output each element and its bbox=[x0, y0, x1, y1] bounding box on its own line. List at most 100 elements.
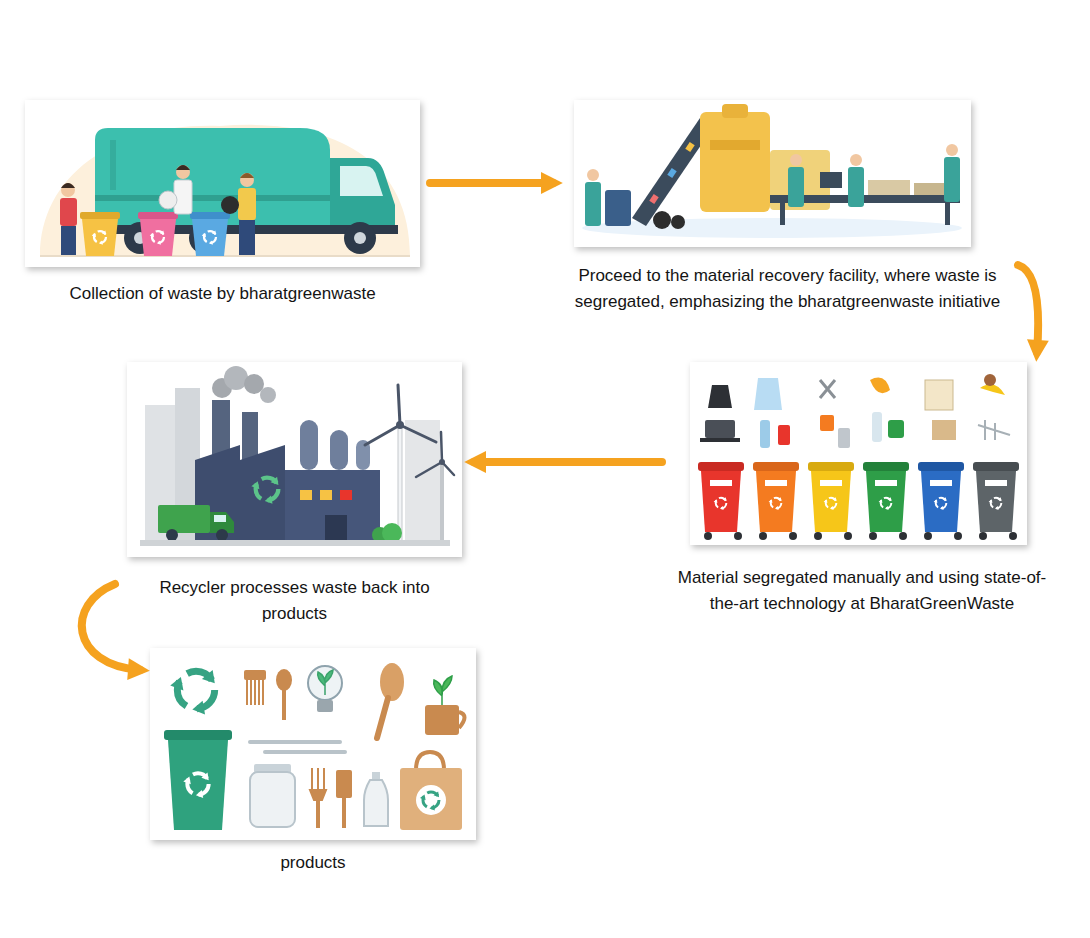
collection-illustration-part bbox=[240, 173, 254, 187]
collection-illustration-part bbox=[176, 165, 190, 179]
segregation-illustration-part bbox=[710, 480, 732, 486]
segregation-illustration-part bbox=[714, 497, 728, 510]
products-illustration-part bbox=[434, 676, 452, 705]
picture-area bbox=[672, 362, 1052, 565]
products-illustration-part bbox=[183, 773, 212, 800]
recovery-facility-illustration-part bbox=[850, 154, 862, 166]
collection-illustration-part bbox=[80, 212, 120, 219]
collection-illustration-part bbox=[221, 196, 239, 214]
picture-area bbox=[150, 648, 476, 850]
recovery-facility-illustration-part bbox=[790, 154, 802, 166]
recovery-facility-illustration-part bbox=[653, 211, 671, 229]
segregation-illustration-part bbox=[866, 471, 906, 532]
recycler-illustration-part bbox=[416, 432, 454, 477]
segregation-illustration-part bbox=[925, 380, 953, 410]
segregation-illustration-part bbox=[978, 420, 1010, 440]
recycler-illustration-part bbox=[216, 529, 228, 541]
flow-arrow bbox=[430, 179, 553, 187]
products-illustration-part bbox=[170, 670, 220, 717]
products-illustration-part bbox=[310, 768, 326, 800]
segregation-illustration-part bbox=[985, 480, 1007, 486]
products-illustration-part bbox=[400, 768, 462, 830]
recovery-facility-illustration-part bbox=[946, 144, 958, 156]
recycler-illustration-part bbox=[242, 412, 258, 460]
products-illustration-part bbox=[265, 750, 345, 754]
picture-area bbox=[565, 100, 1010, 263]
segregation-illustration-part bbox=[769, 497, 783, 510]
products-illustration-part bbox=[150, 648, 476, 840]
recovery-facility-illustration-part bbox=[868, 180, 910, 195]
collection-illustration bbox=[25, 100, 420, 267]
segregation-illustration-part bbox=[708, 385, 732, 408]
collection-illustration-part bbox=[40, 125, 410, 256]
collection-illustration-part bbox=[340, 166, 383, 196]
illustrated-step: products bbox=[150, 648, 476, 876]
recycler-illustration-part bbox=[396, 421, 404, 429]
illustrated-step: Recycler processes waste back into produ… bbox=[127, 362, 462, 627]
collection-illustration-part bbox=[344, 222, 376, 254]
products-illustration-part bbox=[282, 690, 286, 720]
step-caption: Material segregated manually and using s… bbox=[672, 565, 1052, 617]
products-illustration-part bbox=[336, 770, 352, 798]
segregation-illustration-part bbox=[814, 532, 822, 540]
products-illustration-part bbox=[308, 666, 342, 700]
segregation-illustration-part bbox=[690, 362, 1027, 545]
segregation-illustration-part bbox=[934, 497, 948, 510]
collection-illustration-part bbox=[92, 231, 108, 246]
products-illustration-part bbox=[250, 772, 295, 827]
recovery-facility-illustration-part bbox=[700, 112, 770, 212]
segregation-illustration-part bbox=[844, 532, 852, 540]
collection-illustration-part bbox=[138, 212, 178, 219]
recovery-facility-illustration-part bbox=[574, 100, 971, 247]
recovery-facility-illustration-part bbox=[780, 203, 785, 225]
segregation-illustration-part bbox=[760, 420, 770, 448]
collection-illustration-part bbox=[61, 226, 76, 255]
products-illustration-part bbox=[316, 800, 320, 828]
segregation-illustration-part bbox=[778, 425, 790, 445]
recycler-illustration bbox=[127, 362, 462, 557]
recovery-facility-illustration-part bbox=[848, 167, 864, 207]
recycler-illustration-part bbox=[325, 515, 347, 540]
segregation-illustration-part bbox=[979, 532, 987, 540]
recovery-facility-illustration-part bbox=[585, 182, 601, 226]
recovery-facility-illustration-part bbox=[587, 169, 599, 181]
products-illustration-part bbox=[416, 752, 444, 770]
recovery-facility-illustration-part bbox=[945, 203, 950, 225]
recycler-illustration-part bbox=[158, 505, 210, 533]
recovery-facility-illustration-part bbox=[820, 172, 842, 188]
segregation-illustration-part bbox=[820, 415, 834, 431]
segregation-illustration-part bbox=[754, 378, 782, 410]
segregation-illustration-part bbox=[899, 532, 907, 540]
products-illustration-part bbox=[459, 712, 465, 728]
segregation-illustration-part bbox=[753, 462, 799, 471]
collection-illustration-part bbox=[61, 183, 75, 197]
recovery-facility-illustration bbox=[574, 100, 971, 247]
recycler-illustration-part bbox=[251, 477, 281, 505]
products-illustration-part bbox=[168, 740, 228, 830]
recycler-illustration-part bbox=[340, 490, 352, 500]
recovery-facility-illustration-part bbox=[710, 140, 760, 150]
segregation-illustration-part bbox=[879, 497, 893, 510]
recovery-facility-illustration-part bbox=[605, 190, 631, 226]
recycler-illustration-part bbox=[330, 430, 348, 470]
recycler-illustration-part bbox=[214, 515, 226, 522]
segregation-illustration-part bbox=[820, 480, 842, 486]
segregation-illustration-part bbox=[954, 532, 962, 540]
step-caption: Recycler processes waste back into produ… bbox=[127, 575, 462, 627]
collection-illustration-part bbox=[60, 198, 77, 226]
products-illustration-part bbox=[425, 705, 459, 735]
products-illustration-part bbox=[416, 785, 446, 815]
recovery-facility-illustration-part bbox=[914, 183, 944, 195]
step-caption: Proceed to the material recovery facilit… bbox=[565, 263, 1010, 315]
collection-illustration-part bbox=[190, 212, 230, 219]
recovery-facility-illustration-part bbox=[685, 142, 694, 152]
collection-illustration-part bbox=[82, 219, 118, 256]
products-illustration-part bbox=[364, 780, 388, 826]
segregation-illustration-part bbox=[980, 384, 1005, 395]
flow-arrow bbox=[474, 458, 662, 466]
step-caption: Collection of waste by bharatgreenwaste bbox=[25, 281, 420, 307]
products-illustration bbox=[150, 648, 476, 840]
segregation-illustration-part bbox=[921, 471, 961, 532]
segregation-illustration-part bbox=[734, 532, 742, 540]
